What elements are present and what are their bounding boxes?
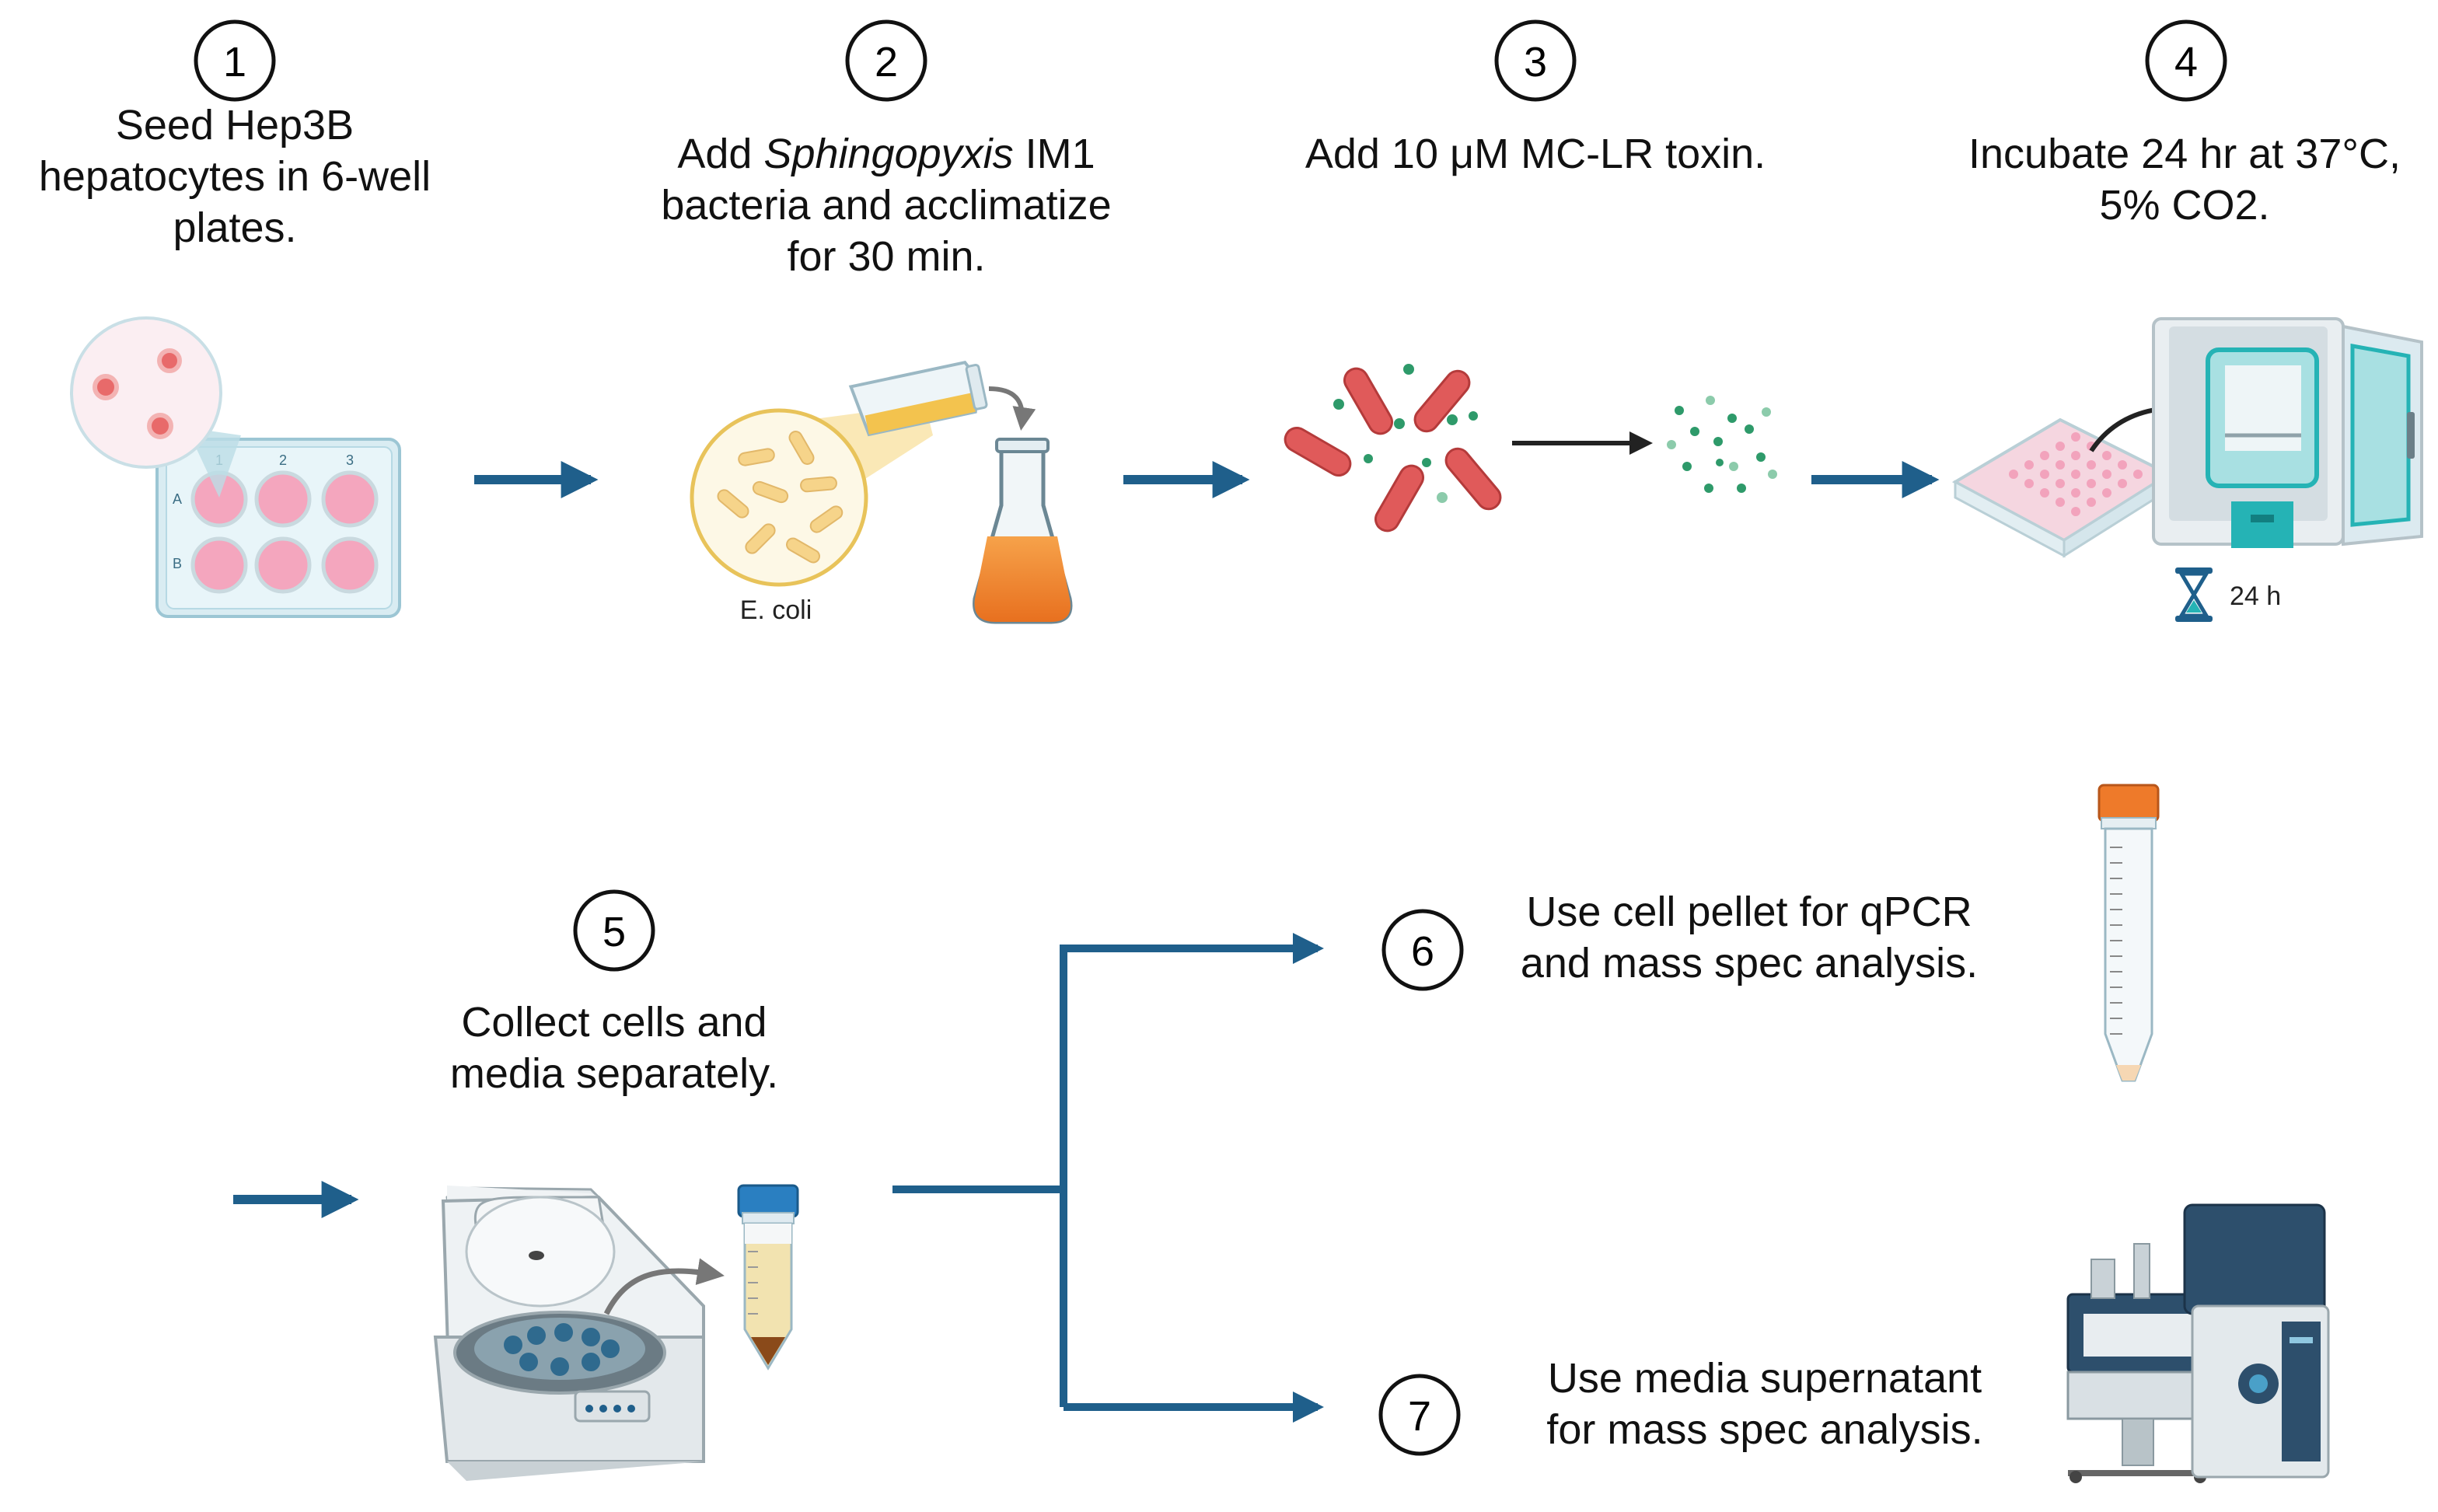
- svg-text:5: 5: [603, 909, 626, 955]
- bacteria-magnifier-icon: [690, 404, 933, 587]
- svg-text:4: 4: [2174, 39, 2198, 86]
- hourglass-icon: [2175, 567, 2213, 622]
- branch-connector: [892, 933, 1324, 1423]
- step-2-caption-line: for 30 min.: [787, 233, 986, 280]
- step-5-caption: Collect cells and media separately.: [396, 997, 832, 1099]
- mass-spectrometer-icon: [2066, 1203, 2330, 1483]
- svg-text:B: B: [173, 556, 182, 571]
- step-3-caption-line: Add 10 μM MC-LR toxin.: [1305, 131, 1766, 177]
- svg-text:6: 6: [1411, 928, 1434, 975]
- step-number-6: 6: [1381, 909, 1464, 991]
- step-6-caption-line: and mass spec analysis.: [1520, 940, 1979, 986]
- flask-icon: [973, 438, 1073, 624]
- centrifuge-icon: [433, 1186, 705, 1481]
- step-number-7: 7: [1378, 1374, 1461, 1456]
- step-1-caption: Seed Hep3B hepatocytes in 6-well plates.: [17, 100, 452, 253]
- svg-text:7: 7: [1408, 1393, 1431, 1440]
- step-6-caption: Use cell pellet for qPCR and mass spec a…: [1477, 886, 2021, 989]
- microplate-icon: [1951, 417, 2173, 558]
- step-4-caption: Incubate 24 hr at 37°C, 5% CO2.: [1944, 128, 2426, 231]
- bacteria-icon: [1284, 367, 1502, 533]
- toxin-dots-left: [1333, 364, 1478, 503]
- step-4-caption-line: Incubate 24 hr at 37°C,: [1968, 131, 2401, 177]
- incubator-icon: [2152, 317, 2423, 548]
- step-7-caption-line: Use media supernatant: [1547, 1355, 1982, 1402]
- timer-label: 24 h: [2230, 581, 2281, 611]
- step-3-caption: Add 10 μM MC-LR toxin.: [1263, 128, 1808, 180]
- step-1-caption-line: plates.: [173, 204, 297, 251]
- step-7-caption-line: for mass spec analysis.: [1546, 1406, 1983, 1453]
- step-number-4: 4: [2145, 19, 2227, 102]
- step-7-caption: Use media supernatant for mass spec anal…: [1493, 1353, 2037, 1455]
- step-number-3: 3: [1494, 19, 1577, 102]
- tube-icon: [737, 1184, 799, 1371]
- step-5-caption-line: Collect cells and: [461, 999, 767, 1046]
- step-number-2: 2: [845, 19, 927, 102]
- well-plate-icon: 1 2 3 A B: [155, 438, 401, 618]
- svg-text:A: A: [173, 491, 182, 507]
- cell-magnifier-icon: [70, 316, 241, 498]
- step-number-1: 1: [194, 19, 276, 102]
- step-4-caption-line: 5% CO2.: [2099, 182, 2270, 229]
- step-1-caption-line: hepatocytes in 6-well: [38, 153, 431, 200]
- svg-text:2: 2: [875, 39, 898, 86]
- step-1-caption-line: Seed Hep3B: [115, 102, 355, 148]
- step-2-caption-line: bacteria and acclimatize: [661, 182, 1112, 229]
- step-6-caption-line: Use cell pellet for qPCR: [1526, 889, 1972, 935]
- step-2-caption-line-1: Add Sphingopyxis IM1: [677, 131, 1095, 177]
- svg-text:3: 3: [346, 452, 354, 468]
- centrifuge-to-tube-arrow: [603, 1258, 725, 1315]
- toxin-dots-icon: [1667, 396, 1777, 493]
- step-number-5: 5: [573, 889, 655, 972]
- conical-tube-icon: [2097, 784, 2160, 1082]
- ecoli-label: E. coli: [740, 595, 812, 625]
- svg-text:2: 2: [279, 452, 287, 468]
- svg-text:1: 1: [223, 39, 246, 86]
- step-5-caption-line: media separately.: [449, 1050, 779, 1097]
- step-2-caption: Add Sphingopyxis IM1 bacteria and acclim…: [606, 128, 1166, 282]
- svg-text:3: 3: [1524, 39, 1547, 86]
- pouring-flask-icon: [848, 360, 1036, 437]
